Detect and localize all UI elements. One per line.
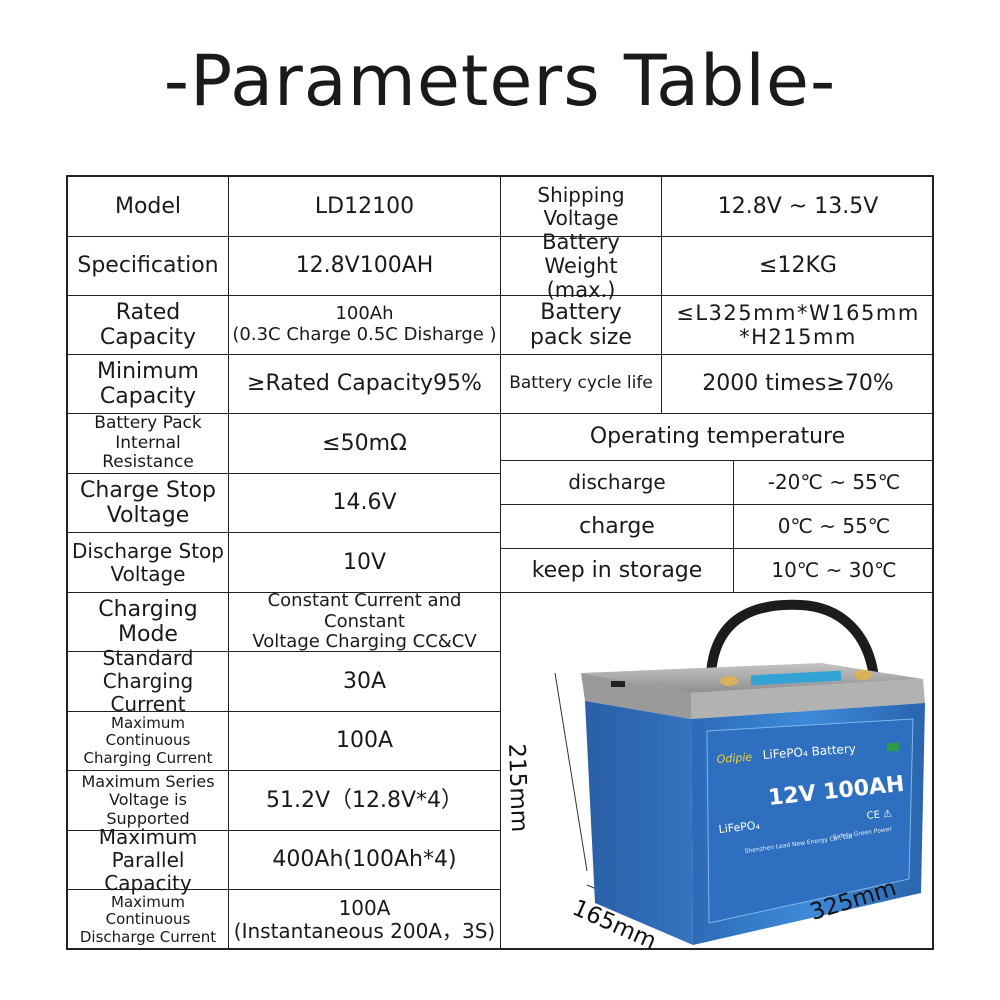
cell-charging-mode-label: Charging Mode [68, 593, 229, 652]
cell-max-charging-label: Maximum Continuous Charging Current [68, 712, 229, 771]
cell-charging-mode-value: Constant Current and Constant Voltage Ch… [229, 590, 501, 652]
cell-temp-storage-value: 10℃ ~ 30℃ [734, 549, 934, 593]
cell-std-current-value: 30A [229, 652, 501, 712]
cell-max-discharge-value: 100A (Instantaneous 200A，3S) [229, 890, 501, 950]
parameters-table: Model LD12100 Specification 12.8V100AH R… [66, 175, 934, 950]
cert-marks-text: CE ⚠ [866, 808, 892, 822]
brand-text: Odipie [716, 751, 753, 766]
page-title: -Parameters Table- [163, 40, 837, 122]
cell-max-parallel-value: 400Ah(100Ah*4) [229, 831, 501, 890]
cell-spec-value: 12.8V100AH [229, 237, 501, 296]
cell-model-label: Model [68, 177, 229, 237]
cell-resistance-label: Battery Pack Internal Resistance [68, 413, 229, 474]
cell-min-capacity-value: ≥Rated Capacity95% [229, 355, 501, 414]
flag-icon [886, 742, 900, 752]
cell-discharge-stop-value: 10V [229, 533, 501, 593]
battery-illustration: Odipie LiFePO₄ Battery 12V 100AH LiFePO₄… [554, 599, 925, 945]
cell-temp-discharge-value: -20℃ ~ 55℃ [734, 461, 934, 505]
battery-side-face [585, 701, 693, 945]
cell-rated-capacity-value: 100Ah (0.3C Charge 0.5C Disharge ) [229, 296, 501, 355]
terminal-negative-icon [854, 670, 872, 680]
cell-max-series-label: Maximum Series Voltage is Supported [68, 771, 229, 831]
cell-shipping-voltage-value: 12.8V ~ 13.5V [662, 177, 934, 237]
lid-indicator [611, 681, 625, 687]
cell-shipping-voltage-label: Shipping Voltage [501, 177, 662, 237]
cell-discharge-stop-label: Discharge Stop Voltage [68, 533, 229, 593]
cell-weight-label: Battery Weight (max.) [501, 230, 662, 302]
handle-strap [706, 599, 878, 678]
lid-label-strip [750, 670, 842, 686]
cell-max-charging-value: 100A [229, 712, 501, 771]
cell-charge-stop-value: 14.6V [229, 474, 501, 533]
cell-max-parallel-label: Maximum Parallel Capacity [68, 825, 229, 894]
cell-temp-charge-value: 0℃ ~ 55℃ [734, 505, 934, 549]
cell-cycle-life-value: 2000 times≥70% [662, 355, 934, 414]
cell-max-series-value: 51.2V（12.8V*4） [229, 771, 501, 831]
side-chem-text: LiFePO₄ [718, 819, 761, 836]
cell-operating-temp-header: Operating temperature [501, 414, 934, 461]
cell-weight-value: ≤12KG [662, 237, 934, 296]
cell-temp-discharge-label: discharge [501, 461, 734, 505]
cell-max-discharge-label: Maximum Continuous Discharge Current [68, 890, 229, 950]
cell-resistance-value: ≤50mΩ [229, 414, 501, 474]
chem-label-text: LiFePO₄ Battery [762, 742, 856, 762]
cell-model-value: LD12100 [229, 177, 501, 237]
cell-spec-label: Specification [68, 237, 229, 296]
cell-temp-storage-label: keep in storage [501, 549, 734, 593]
cell-std-current-label: Standard Charging Current [68, 647, 229, 716]
battery-lid-front [691, 679, 925, 719]
dim-line-height [554, 672, 588, 872]
terminal-positive-icon [720, 676, 738, 686]
cell-cycle-life-label: Battery cycle life [501, 355, 662, 414]
cell-rated-capacity-label: Rated Capacity [68, 296, 229, 355]
cell-charge-stop-label: Charge Stop Voltage [68, 474, 229, 533]
dim-height-label: 215mm [503, 743, 533, 833]
cell-min-capacity-label: Minimum Capacity [68, 355, 229, 414]
cell-pack-size-value: ≤L325mm*W165mm *H215mm [662, 296, 934, 355]
cell-pack-size-label: Battery pack size [501, 296, 662, 355]
cell-temp-charge-label: charge [501, 505, 734, 549]
battery-image: Odipie LiFePO₄ Battery 12V 100AH LiFePO₄… [501, 593, 934, 950]
battery-front-label [706, 718, 914, 924]
battery-lid-side [581, 673, 691, 719]
